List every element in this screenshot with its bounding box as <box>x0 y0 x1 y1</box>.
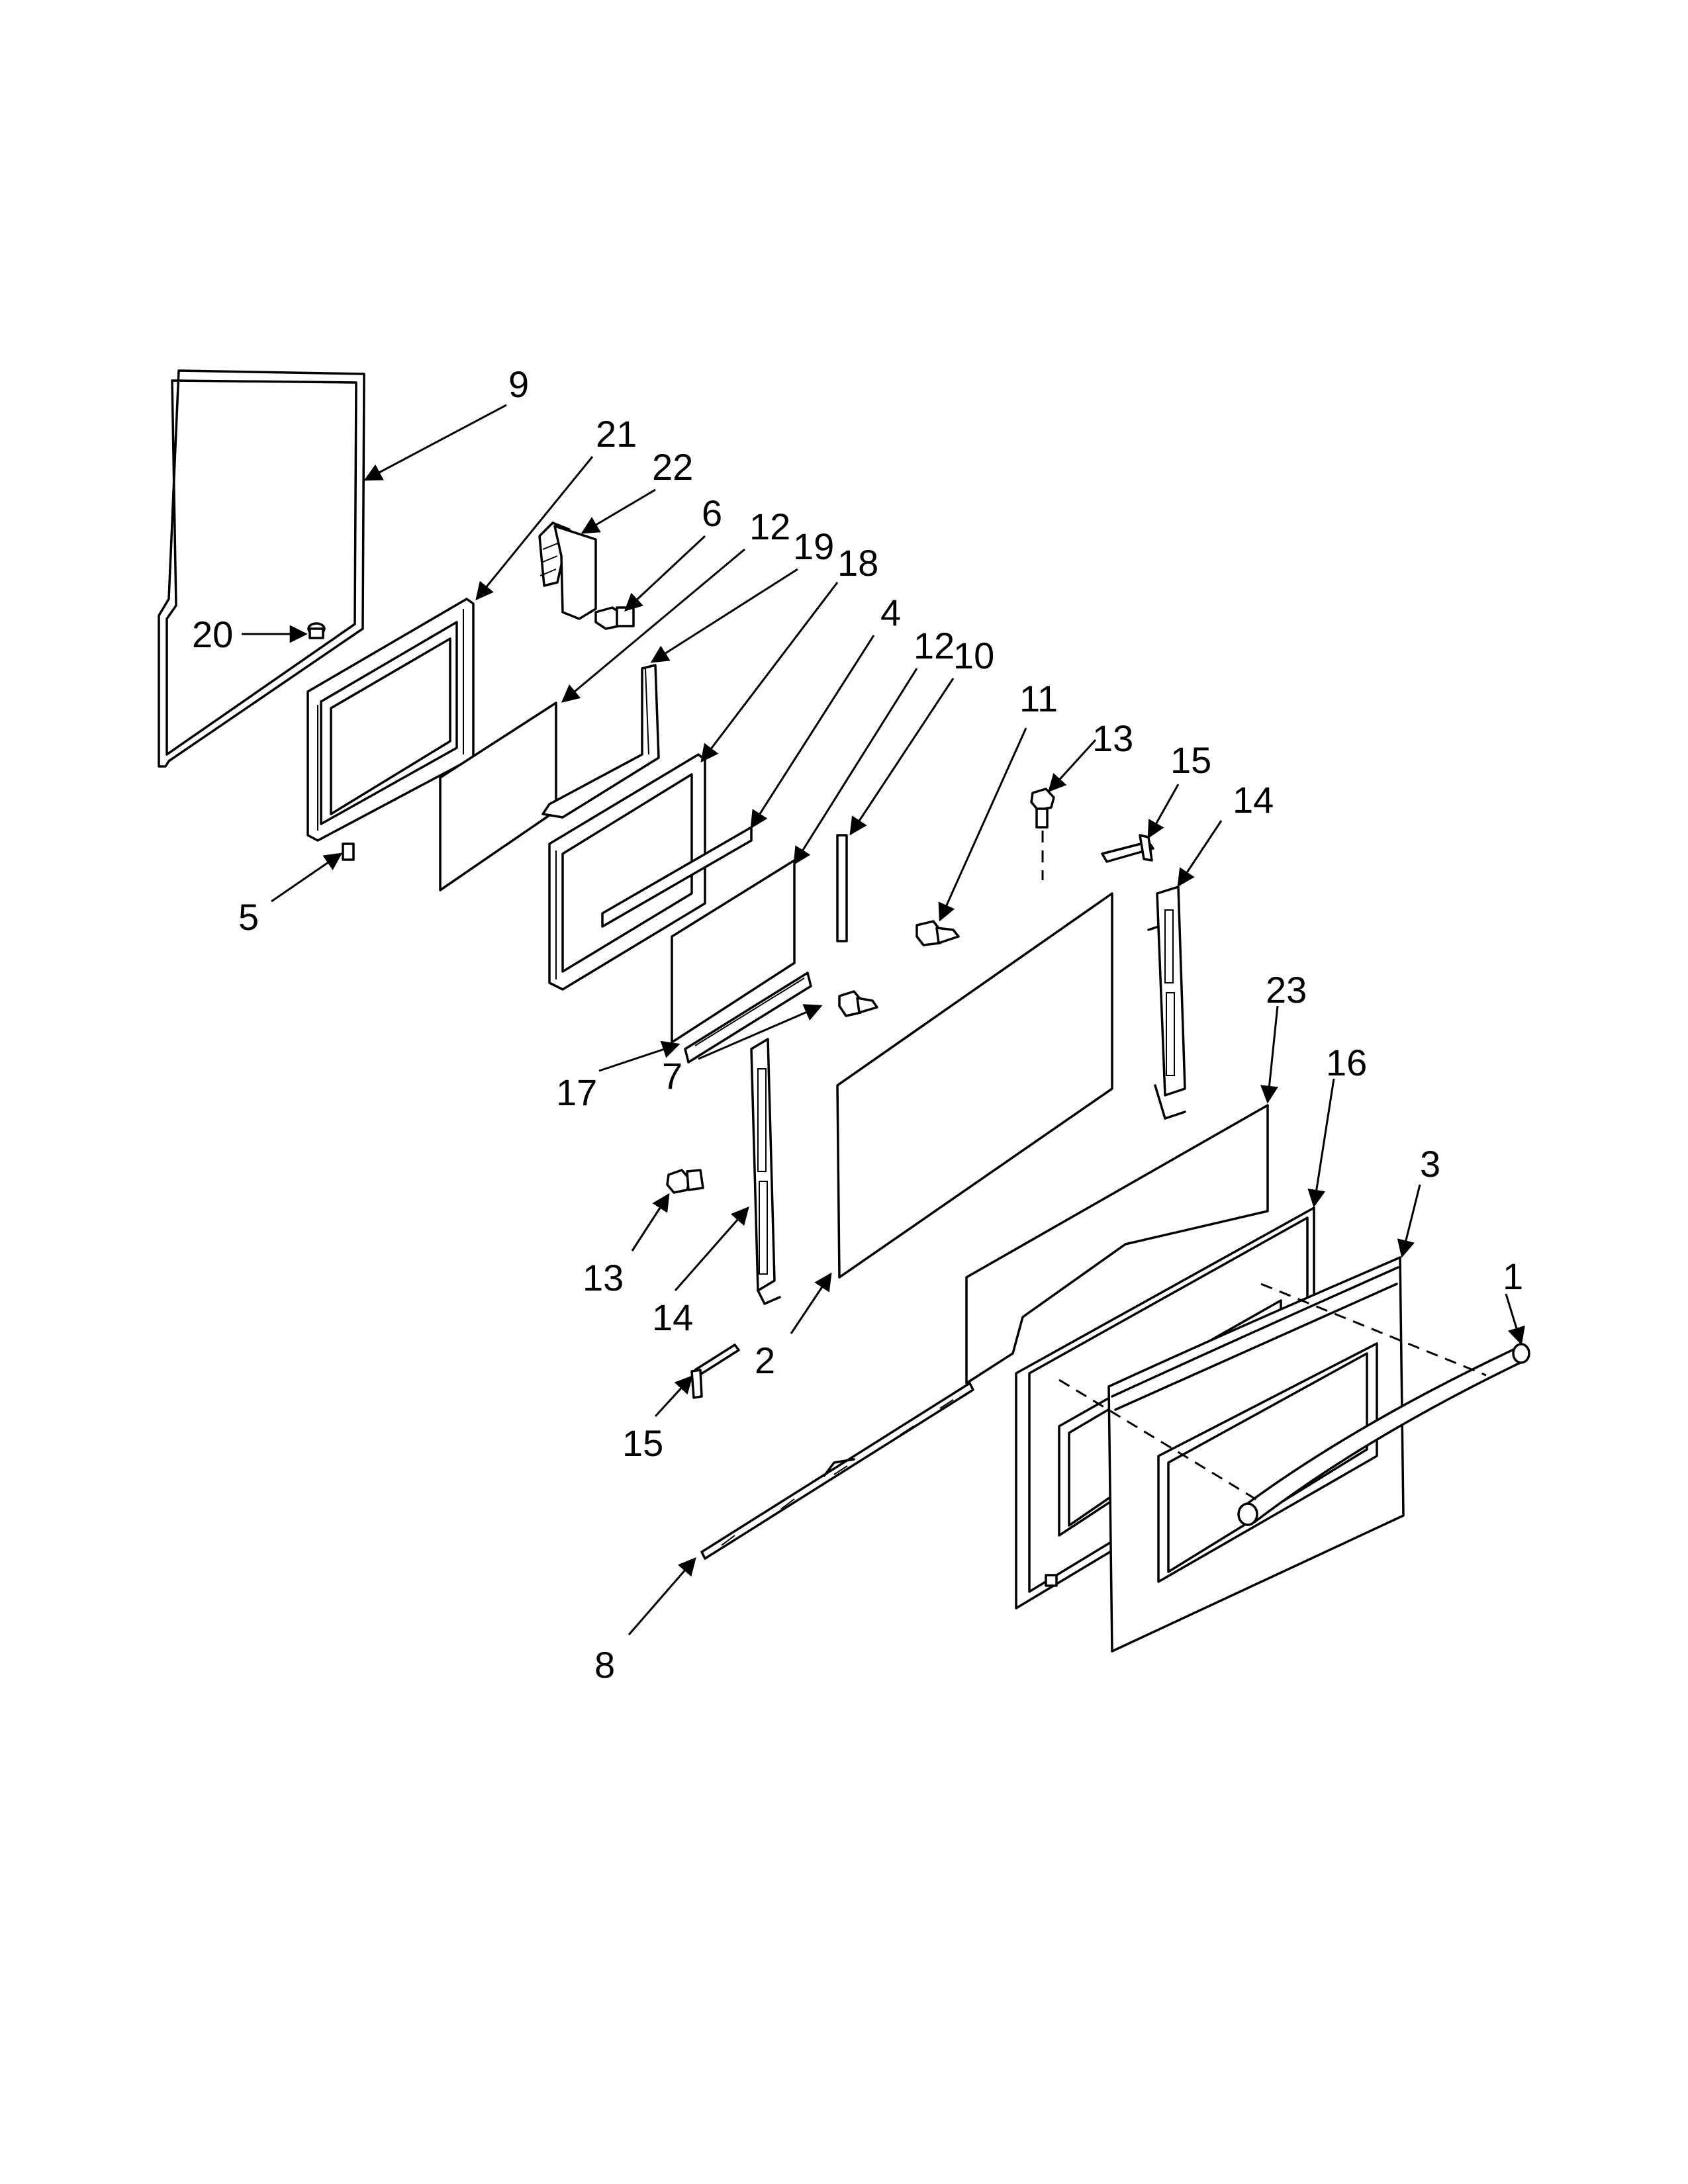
part-14-channel-left <box>750 1038 781 1305</box>
callout-21: 21 <box>596 413 637 455</box>
part-15-bracket-lower <box>690 1343 740 1399</box>
part-8-bottom-rail <box>700 1382 974 1560</box>
callout-17: 17 <box>556 1071 597 1113</box>
callout-22: 22 <box>652 446 693 488</box>
callout-3: 3 <box>1420 1143 1440 1185</box>
part-22-hinge <box>538 522 597 620</box>
part-7-screw <box>838 990 878 1017</box>
part-4-glass-bracket <box>601 826 753 928</box>
part-18-glass-frame <box>548 753 706 991</box>
part-14-channel-right <box>1147 886 1186 1120</box>
callout-7: 7 <box>662 1055 682 1097</box>
part-3-door-glass <box>1107 1256 1405 1653</box>
part-11-screw <box>915 920 960 946</box>
part-20-gasket-clip <box>307 622 326 639</box>
part-13-screw-lower <box>666 1169 704 1194</box>
callout-13: 13 <box>583 1257 624 1298</box>
part-2-outer-glass <box>836 892 1113 1279</box>
part-13-screw-upper <box>1030 788 1055 880</box>
part-9-door-gasket <box>158 369 365 768</box>
callout-15: 15 <box>1170 739 1211 781</box>
callout-1: 1 <box>1503 1255 1523 1297</box>
callout-14: 14 <box>652 1297 693 1338</box>
callout-23: 23 <box>1266 969 1307 1011</box>
callout-10: 10 <box>953 635 994 676</box>
assembly-lines <box>1058 1283 1487 1504</box>
callout-8: 8 <box>594 1644 615 1686</box>
part-10-spacer <box>836 834 848 942</box>
callout-9: 9 <box>508 363 529 405</box>
callout-6: 6 <box>702 492 722 534</box>
part-23-trim-panel <box>965 1104 1269 1385</box>
part-15-bracket-upper <box>1101 834 1154 863</box>
part-5-clip <box>342 842 355 861</box>
callout-14: 14 <box>1233 779 1274 821</box>
part-12-glass-panel-lower <box>671 859 796 1044</box>
callout-20: 20 <box>192 614 233 655</box>
callout-11: 11 <box>1019 678 1058 719</box>
callout-16: 16 <box>1326 1042 1367 1083</box>
callout-4: 4 <box>880 592 901 633</box>
part-19-insulation <box>541 664 660 819</box>
callout-5: 5 <box>238 896 259 938</box>
callout-2: 2 <box>755 1340 775 1381</box>
leader-lines <box>242 404 1525 1635</box>
callout-12: 12 <box>749 506 790 547</box>
callout-12: 12 <box>914 625 955 666</box>
part-17-bottom-bracket <box>684 972 812 1064</box>
callout-13: 13 <box>1092 717 1133 759</box>
part-1-door-handle <box>1237 1343 1530 1526</box>
callout-19: 19 <box>793 525 834 567</box>
callout-labels: 9 21 22 6 12 19 18 4 12 10 11 13 15 14 2… <box>192 363 1523 1686</box>
callout-15: 15 <box>622 1422 663 1464</box>
part-6-screw <box>594 606 635 630</box>
callout-18: 18 <box>837 542 878 584</box>
